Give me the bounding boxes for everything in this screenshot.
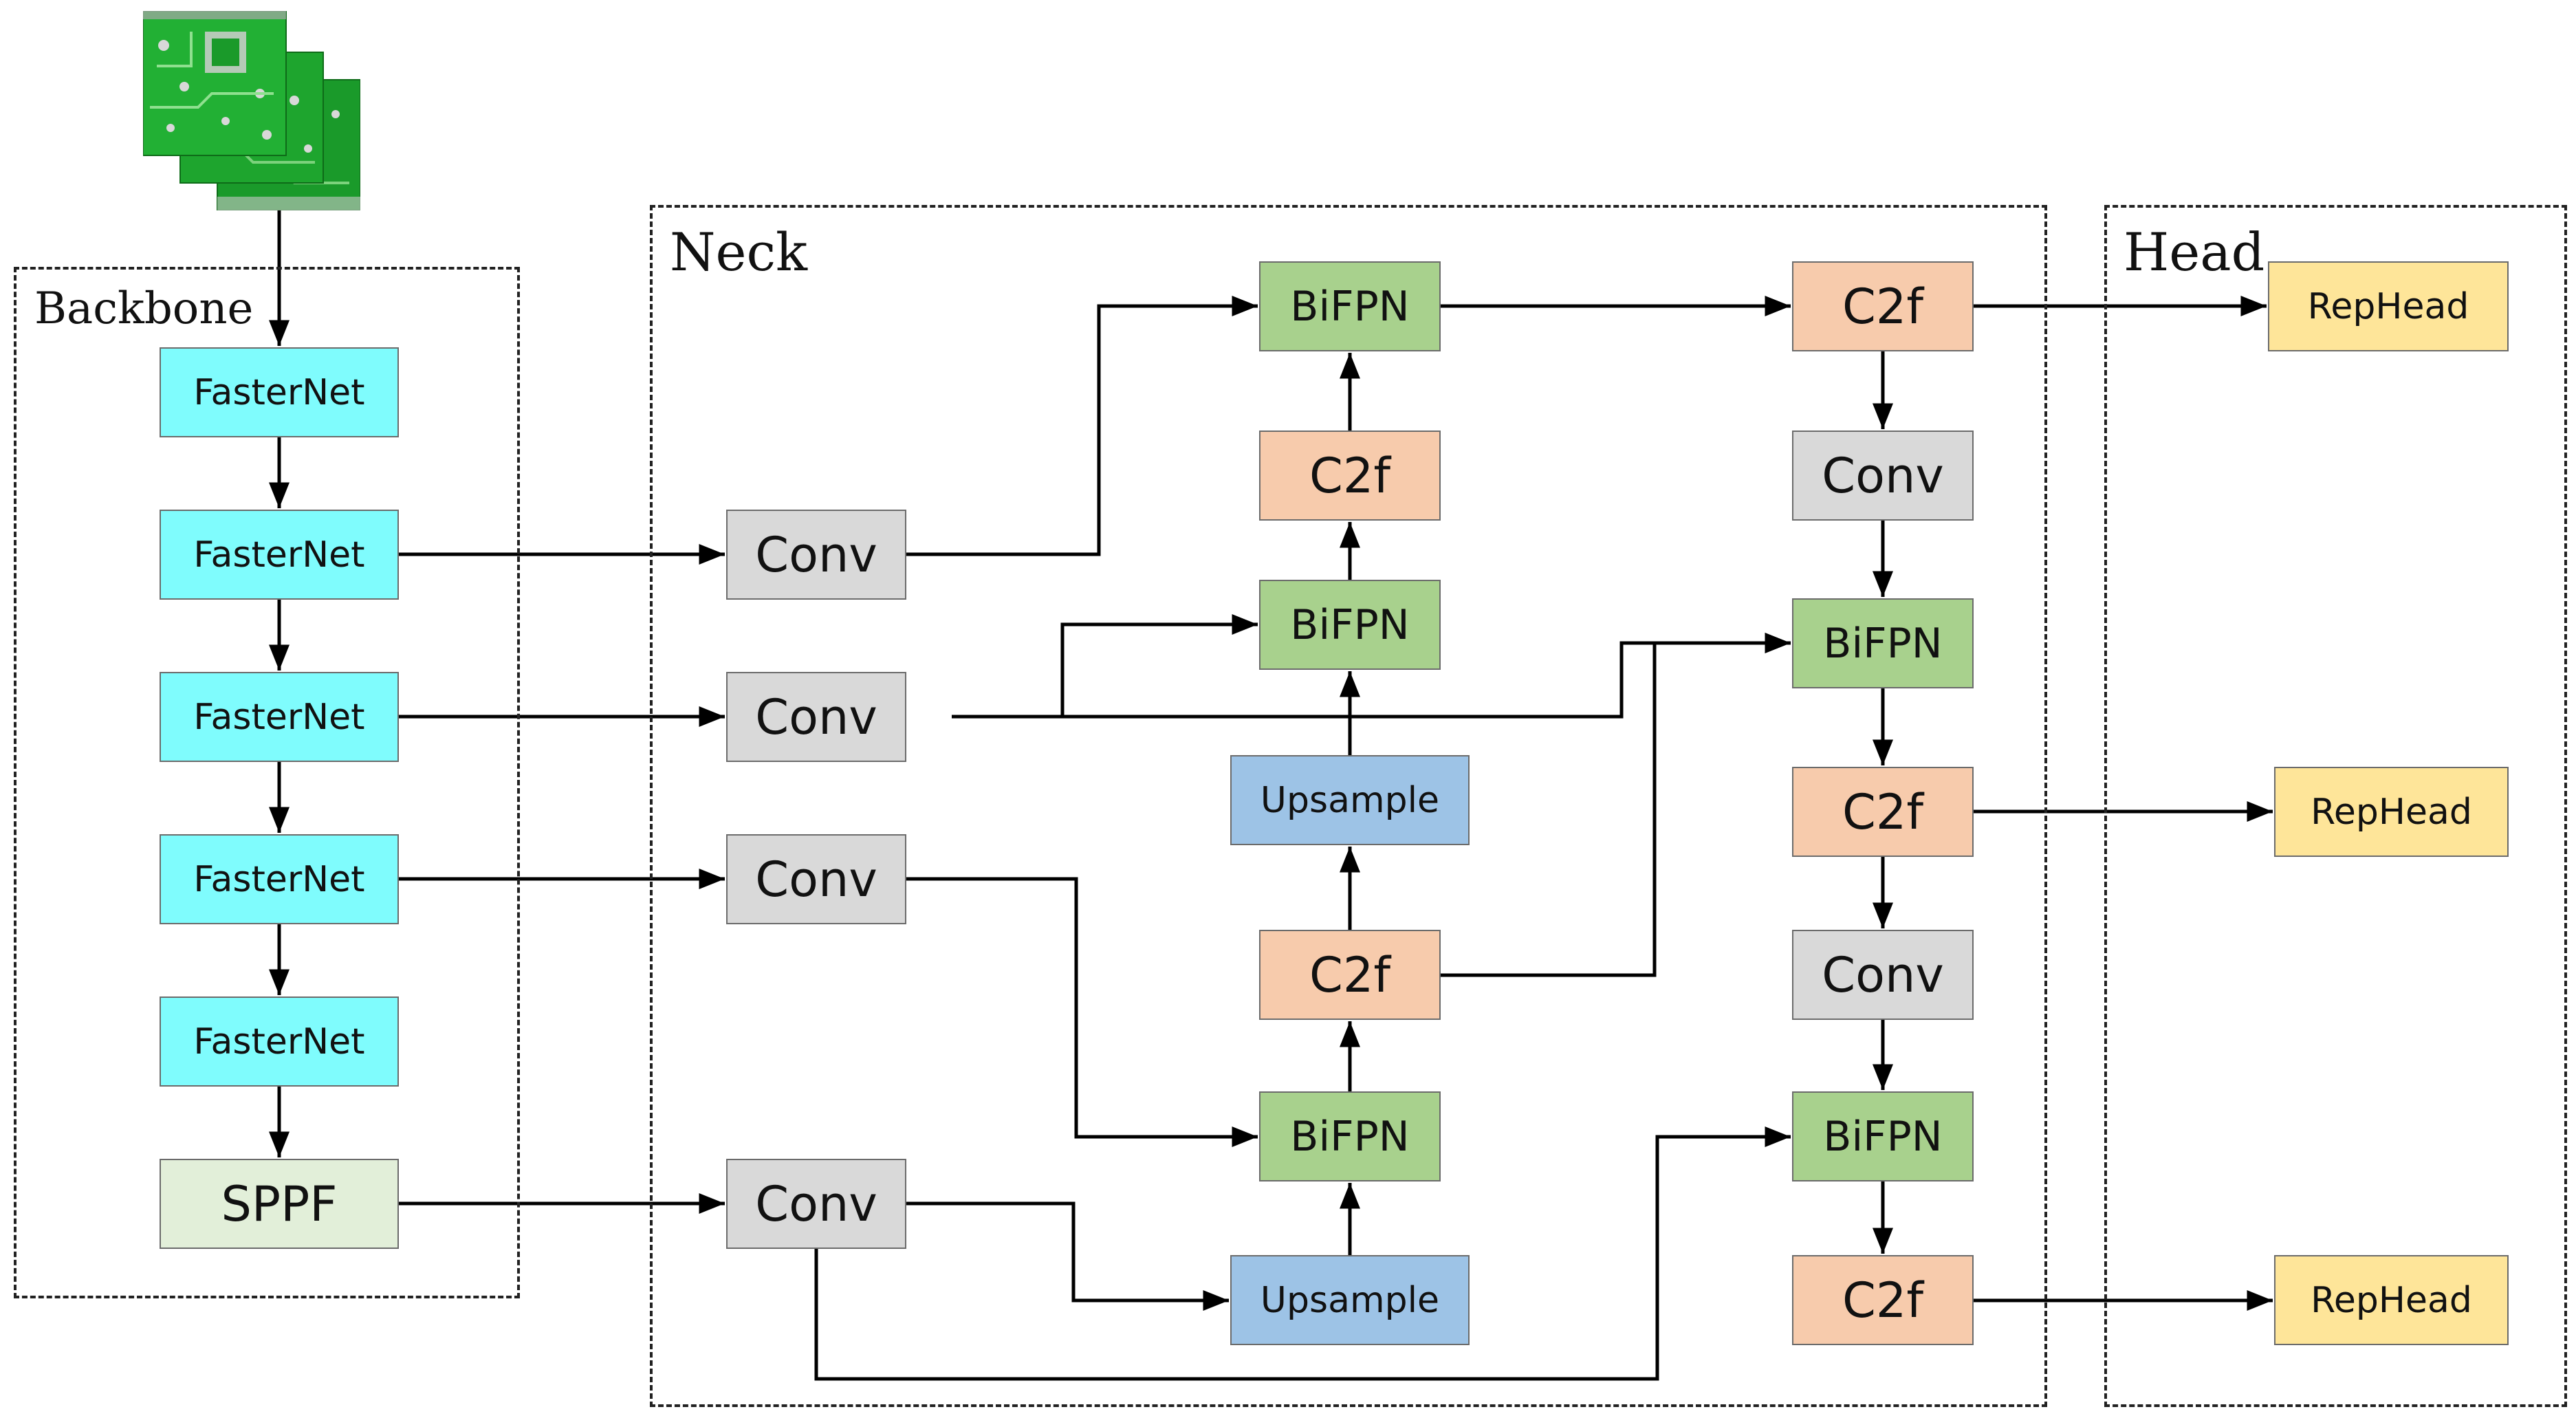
head-label: Head [2124,221,2265,283]
c2f-block-out-2: C2f [1792,767,1974,857]
neck-group [650,205,2047,1407]
fasternet-block-1: FasterNet [160,347,399,437]
conv-block-down-2: Conv [1792,930,1974,1020]
conv-block-2: Conv [726,672,906,762]
conv-block-1: Conv [726,510,906,600]
rephead-block-1: RepHead [2268,261,2509,351]
c2f-block-mid-top: C2f [1259,431,1441,521]
wire-conv-1-to-bifpn-top [906,296,1258,556]
c2f-block-out-3: C2f [1792,1255,1974,1345]
fasternet-block-3: FasterNet [160,672,399,762]
bifpn-block-low: BiFPN [1259,1091,1441,1181]
wire-c2f-mid-low-to-bifpn-down-1 [1441,633,1791,977]
conv-block-down-1: Conv [1792,431,1974,521]
backbone-group [14,267,520,1298]
wire-conv-4-to-upsample-low [906,1201,1229,1311]
rephead-block-2: RepHead [2274,767,2509,857]
conv-block-3: Conv [726,834,906,924]
wire-conv-3-to-bifpn-low [906,877,1258,1147]
fasternet-block-5: FasterNet [160,996,399,1087]
bifpn-block-top: BiFPN [1259,261,1441,351]
upsample-block-low: Upsample [1230,1255,1470,1345]
c2f-block-out-1: C2f [1792,261,1974,351]
neck-label: Neck [670,221,808,283]
c2f-block-mid-low: C2f [1259,930,1441,1020]
head-group [2104,205,2567,1407]
fasternet-block-4: FasterNet [160,834,399,924]
conv-block-4: Conv [726,1159,906,1249]
rephead-block-3: RepHead [2274,1255,2509,1345]
bifpn-block-down-2: BiFPN [1792,1091,1974,1181]
sppf-block: SPPF [160,1159,399,1249]
bifpn-block-mid: BiFPN [1259,580,1441,670]
wire-conv-4-to-bifpn-down-2 [814,1126,1791,1381]
backbone-label: Backbone [34,283,254,334]
upsample-block-top: Upsample [1230,755,1470,845]
fasternet-block-2: FasterNet [160,510,399,600]
pcb-image-stack-icon [143,11,360,210]
bifpn-block-down-1: BiFPN [1792,598,1974,688]
